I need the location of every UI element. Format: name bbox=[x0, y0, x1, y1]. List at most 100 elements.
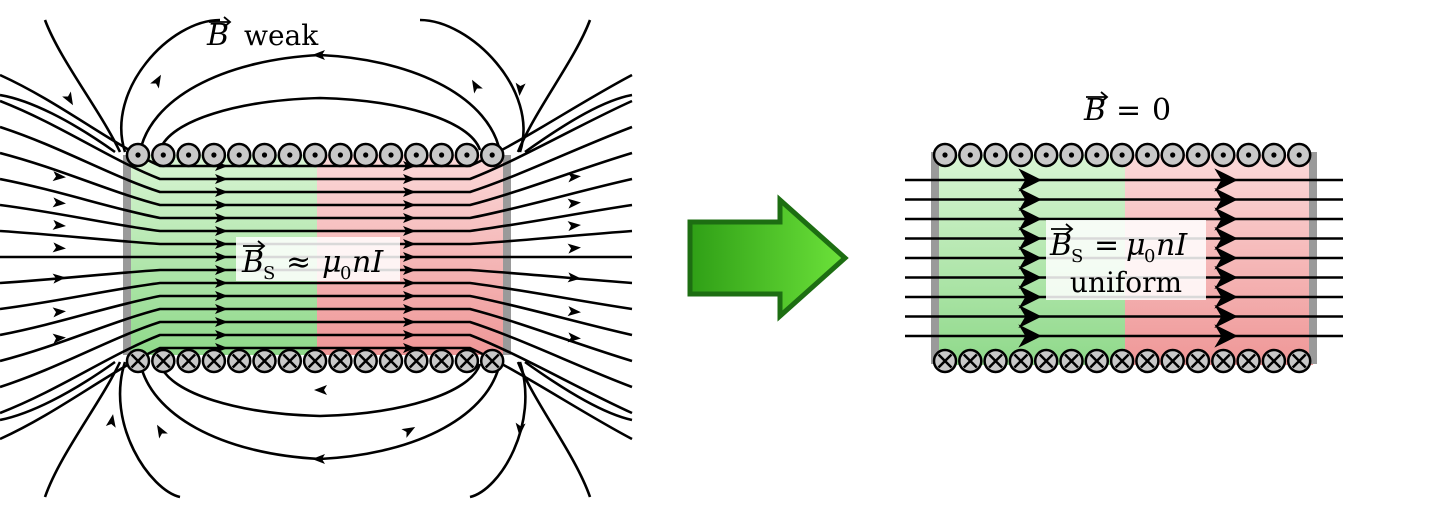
field-arrow-icon bbox=[215, 226, 228, 236]
circle-dot-icon bbox=[1109, 142, 1135, 168]
field-line bbox=[0, 281, 633, 311]
circle-dot-icon bbox=[1236, 142, 1261, 168]
field-arrow-icon bbox=[567, 243, 581, 254]
field-arrow-icon bbox=[403, 174, 416, 184]
right-field-note: uniform bbox=[1070, 266, 1182, 299]
zero-label-value: 0 bbox=[1152, 93, 1171, 128]
circle-cross-icon bbox=[404, 348, 429, 374]
left-field-subscript: S bbox=[263, 263, 275, 284]
circle-cross-icon bbox=[983, 348, 1008, 374]
circle-cross-icon bbox=[1211, 348, 1236, 374]
field-arrow-icon bbox=[403, 330, 416, 340]
circle-cross-icon bbox=[1033, 348, 1059, 374]
field-line bbox=[0, 177, 633, 220]
circle-cross-icon bbox=[252, 348, 277, 374]
circle-dot-icon bbox=[932, 142, 958, 168]
circle-cross-icon bbox=[151, 348, 176, 374]
field-arrow-icon bbox=[403, 213, 416, 223]
left-bottom-wire-row bbox=[125, 348, 505, 374]
circle-dot-icon bbox=[201, 142, 227, 168]
field-arrow-icon bbox=[472, 79, 483, 94]
field-line bbox=[158, 96, 482, 151]
field-line bbox=[516, 361, 592, 498]
circle-cross-icon bbox=[1185, 348, 1211, 374]
field-arrow-icon bbox=[567, 332, 581, 343]
circle-dot-icon bbox=[1135, 142, 1160, 168]
field-arrow-icon bbox=[52, 197, 66, 208]
field-arrow-icon bbox=[403, 343, 416, 353]
field-line bbox=[0, 333, 633, 415]
field-arrow-icon bbox=[403, 265, 416, 275]
right-field-lines bbox=[905, 168, 1343, 348]
field-arrow-icon bbox=[215, 239, 228, 249]
field-line bbox=[0, 294, 633, 337]
field-arrow-icon bbox=[312, 454, 325, 464]
right-zero-label: B = 0 bbox=[1083, 91, 1171, 128]
vector-arrow-icon bbox=[243, 240, 266, 252]
circle-dot-icon bbox=[1211, 142, 1236, 168]
field-line bbox=[158, 363, 482, 418]
left-wall-right bbox=[503, 155, 511, 355]
left-weak-label: B weak bbox=[206, 16, 319, 53]
field-arrow-icon bbox=[215, 265, 228, 275]
field-arrow-icon bbox=[567, 198, 581, 209]
field-arrow-icon bbox=[52, 219, 66, 230]
right-top-wire-row bbox=[932, 142, 1312, 168]
field-arrow-icon bbox=[403, 291, 416, 301]
circle-cross-icon bbox=[1135, 348, 1160, 374]
circle-cross-icon bbox=[1286, 348, 1312, 374]
field-arrow-icon bbox=[567, 172, 581, 183]
field-line bbox=[43, 361, 122, 498]
circle-cross-icon bbox=[932, 348, 958, 374]
field-line bbox=[524, 93, 633, 154]
field-arrow-icon bbox=[105, 414, 116, 428]
field-arrow-icon bbox=[403, 187, 416, 197]
left-wall-left bbox=[123, 155, 131, 355]
field-arrow-icon bbox=[567, 306, 581, 317]
field-arrow-icon bbox=[52, 273, 66, 284]
field-arrow-icon bbox=[403, 226, 416, 236]
field-arrow-icon bbox=[52, 307, 66, 318]
circle-cross-icon bbox=[201, 348, 227, 374]
circle-dot-icon bbox=[252, 142, 277, 168]
field-arrow-icon bbox=[215, 317, 228, 327]
vector-arrow-icon bbox=[1051, 223, 1074, 235]
circle-cross-icon bbox=[226, 348, 252, 374]
circle-dot-icon bbox=[302, 142, 328, 168]
field-line bbox=[119, 18, 221, 153]
circle-cross-icon bbox=[277, 348, 303, 374]
circle-cross-icon bbox=[328, 348, 353, 374]
circle-dot-icon bbox=[226, 142, 252, 168]
circle-dot-icon bbox=[1286, 142, 1312, 168]
right-field-symbol: B bbox=[1049, 228, 1072, 263]
field-arrow-icon bbox=[52, 171, 66, 182]
field-line bbox=[138, 361, 502, 461]
right-field-rest: nI bbox=[1156, 228, 1188, 263]
field-arrow-icon bbox=[312, 50, 325, 60]
field-arrow-icon bbox=[62, 91, 73, 106]
circle-dot-icon bbox=[1261, 142, 1287, 168]
vector-arrow-icon bbox=[209, 16, 232, 28]
circle-dot-icon bbox=[1084, 142, 1110, 168]
field-line bbox=[138, 53, 502, 153]
right-field-label-bg bbox=[1046, 220, 1206, 300]
circle-dot-icon bbox=[328, 142, 353, 168]
field-line bbox=[0, 360, 116, 422]
left-field-rest: nI bbox=[352, 245, 384, 280]
field-arrow-icon bbox=[215, 200, 228, 210]
field-arrow-icon bbox=[215, 278, 228, 288]
left-field-relation: ≈ bbox=[286, 245, 311, 280]
circle-dot-icon bbox=[151, 142, 176, 168]
field-line bbox=[0, 93, 116, 154]
weak-label-symbol: B bbox=[206, 18, 229, 53]
circle-cross-icon bbox=[1109, 348, 1135, 374]
field-line bbox=[0, 99, 633, 181]
field-line bbox=[516, 19, 592, 153]
field-line bbox=[0, 307, 633, 363]
circle-cross-icon bbox=[958, 348, 983, 374]
circle-dot-icon bbox=[983, 142, 1008, 168]
left-field-symbol: B bbox=[241, 245, 264, 280]
circle-cross-icon bbox=[454, 348, 480, 374]
circle-dot-icon bbox=[1160, 142, 1185, 168]
